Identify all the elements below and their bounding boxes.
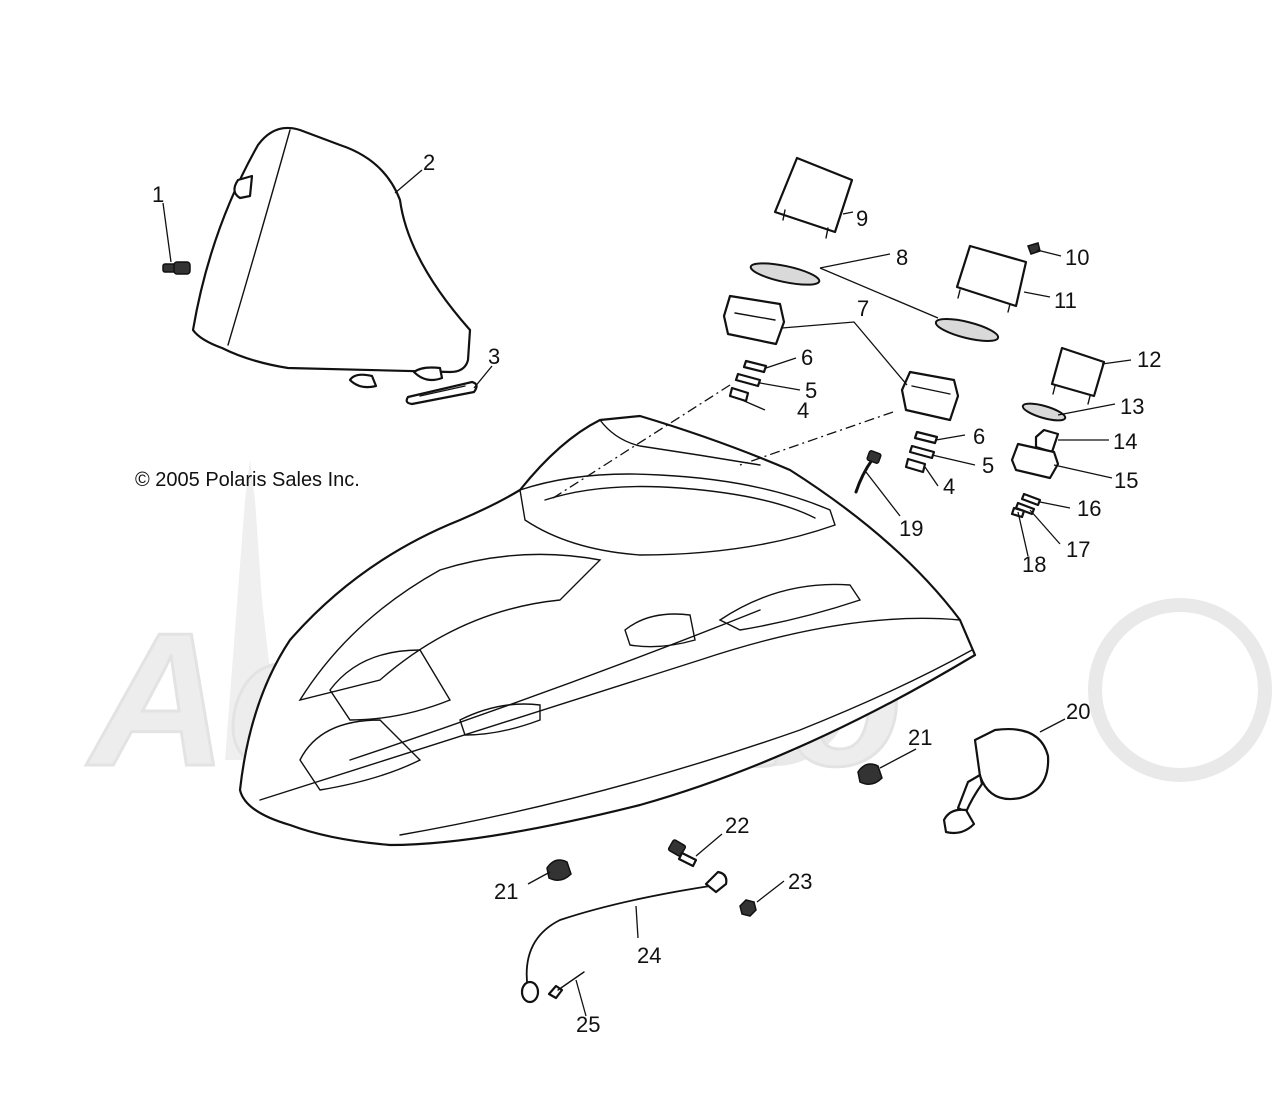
gauge-part-9 bbox=[773, 156, 854, 239]
callout-6b: 6 bbox=[973, 424, 985, 449]
mirror-part-20 bbox=[942, 728, 1050, 835]
callout-11: 11 bbox=[1054, 288, 1077, 313]
callout-8: 8 bbox=[896, 245, 908, 270]
callout-18: 18 bbox=[1022, 552, 1046, 577]
callout-4b: 4 bbox=[943, 474, 955, 499]
gauge-mount-part-7-right bbox=[900, 370, 960, 422]
clip-part-21-left bbox=[546, 859, 572, 881]
indicator-part-14 bbox=[1034, 428, 1060, 454]
callout-6a: 6 bbox=[801, 345, 813, 370]
callout-15: 15 bbox=[1114, 468, 1138, 493]
callout-22: 22 bbox=[725, 813, 749, 838]
alignment-line-right bbox=[739, 411, 894, 466]
callout-labels: 1 2 3 4 4 5 5 6 6 7 8 9 10 11 12 13 14 1… bbox=[152, 150, 1161, 1037]
callout-24: 24 bbox=[637, 943, 661, 968]
nut-part-23 bbox=[739, 899, 757, 917]
mount-part-15 bbox=[1010, 442, 1060, 480]
fasteners-4-6-right bbox=[904, 430, 939, 474]
clip-part-21-right bbox=[857, 763, 883, 785]
callout-25: 25 bbox=[576, 1012, 600, 1037]
callout-4a: 4 bbox=[797, 398, 809, 423]
callout-19: 19 bbox=[899, 516, 923, 541]
callout-5a: 5 bbox=[805, 378, 817, 403]
windshield-part-2 bbox=[191, 126, 472, 389]
tether-cable-part-24 bbox=[520, 870, 728, 1004]
hood-main-part bbox=[238, 414, 977, 847]
callout-12: 12 bbox=[1137, 347, 1161, 372]
bolt-part-22 bbox=[667, 839, 698, 868]
callout-23: 23 bbox=[788, 869, 812, 894]
callout-7: 7 bbox=[857, 296, 869, 321]
alignment-line-left bbox=[549, 384, 731, 501]
callout-3: 3 bbox=[488, 344, 500, 369]
fasteners-16-18 bbox=[1010, 492, 1042, 519]
callout-14: 14 bbox=[1113, 429, 1137, 454]
copyright-notice: © 2005 Polaris Sales Inc. bbox=[135, 469, 360, 491]
callout-13: 13 bbox=[1120, 394, 1144, 419]
bezel-ring-part-8 bbox=[749, 262, 821, 286]
gauge-part-12 bbox=[1050, 346, 1106, 405]
callout-5b: 5 bbox=[982, 453, 994, 478]
trim-strip-part-3 bbox=[405, 380, 478, 406]
callout-9: 9 bbox=[856, 206, 868, 231]
gauge-part-11 bbox=[955, 244, 1028, 313]
ring-part-13 bbox=[1021, 402, 1067, 422]
fasteners-4-6-left bbox=[728, 359, 768, 403]
bezel-ring-part-8-right bbox=[934, 318, 1000, 342]
callout-2: 2 bbox=[423, 150, 435, 175]
screw-part-1 bbox=[162, 261, 191, 275]
screw-part-10 bbox=[1027, 242, 1041, 255]
callout-20: 20 bbox=[1066, 699, 1090, 724]
gauge-mount-part-7-left bbox=[722, 294, 786, 346]
callout-16: 16 bbox=[1077, 496, 1101, 521]
leader-lines bbox=[162, 169, 1132, 1017]
callout-10: 10 bbox=[1065, 245, 1089, 270]
callout-21b: 21 bbox=[494, 879, 518, 904]
callout-17: 17 bbox=[1066, 537, 1090, 562]
pin-part-25 bbox=[547, 971, 585, 1000]
callout-1: 1 bbox=[152, 182, 164, 207]
wire-harness-part-19 bbox=[854, 450, 882, 494]
callout-21a: 21 bbox=[908, 725, 932, 750]
